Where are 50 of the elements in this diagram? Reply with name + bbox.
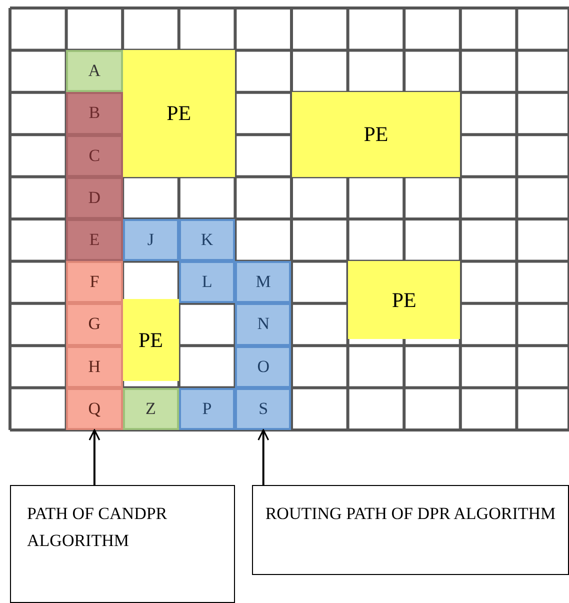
cell-label: M [256, 272, 271, 292]
grid-cell [122, 219, 179, 262]
grid-cell [178, 261, 236, 304]
grid-cell [122, 388, 179, 430]
cell-label: D [88, 188, 101, 208]
grid-cell [66, 92, 123, 135]
cell-label: G [88, 314, 101, 334]
pe-block [122, 299, 179, 382]
pe-block [122, 50, 236, 177]
cell-label: PE [364, 122, 388, 148]
cell-label: S [258, 398, 268, 419]
grid-cell [66, 261, 123, 304]
cell-label: C [88, 146, 100, 166]
cell-label: P [202, 398, 212, 419]
callout-box [10, 485, 235, 603]
grid-cell [235, 303, 292, 346]
callout-text: ROUTING PATH OF DPR ALGORITHM [264, 503, 557, 525]
cell-label: Z [146, 398, 156, 419]
cell-label: E [89, 230, 100, 250]
arrow [258, 429, 270, 485]
pe-block [348, 261, 460, 340]
cell-label: L [202, 272, 212, 292]
grid-cell [66, 388, 123, 430]
grid-cell [235, 388, 292, 430]
cell-label: PE [166, 100, 192, 126]
grid-cell [66, 50, 123, 92]
cell-label: PE [138, 328, 163, 353]
callout-text: PATH OF CANDPR ALGORITHM [27, 503, 168, 552]
cell-label: B [88, 103, 100, 124]
callout-box [252, 485, 569, 575]
arrow [88, 429, 100, 485]
cell-label: K [200, 230, 214, 250]
grid-cell [66, 303, 123, 346]
pe-block [292, 92, 460, 177]
grid-cell [178, 388, 236, 430]
cell-label: O [257, 356, 270, 377]
grid-cell [235, 346, 292, 388]
grid-cell [178, 219, 236, 262]
cell-label: A [88, 61, 101, 82]
grid-cell [66, 346, 123, 388]
cell-label: PE [392, 288, 416, 313]
cell-label: H [88, 356, 101, 377]
cell-label: J [147, 230, 154, 250]
grid-cell [235, 261, 292, 304]
grid-cell [66, 134, 123, 177]
grid-cell [66, 219, 123, 262]
grid-cell [66, 176, 123, 219]
cell-label: Q [88, 398, 101, 419]
cell-label: F [90, 272, 100, 292]
cell-label: N [257, 314, 270, 334]
